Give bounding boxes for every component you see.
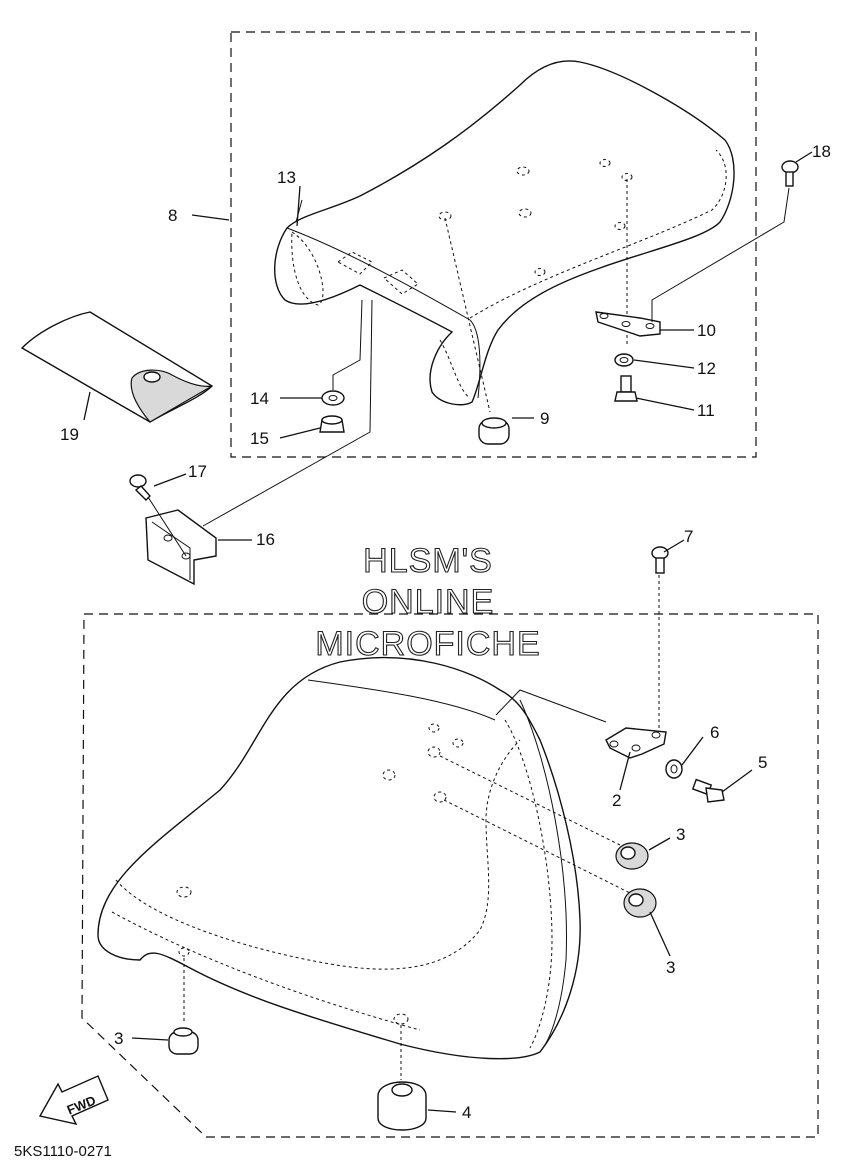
callout-4: 4 — [462, 1103, 471, 1122]
watermark-line-3: MICROFICHE — [315, 625, 540, 663]
part-11-bolt — [614, 375, 638, 402]
part-3-damper-a — [615, 842, 649, 870]
diagram-code: 5KS1110-0271 — [14, 1143, 112, 1160]
callout-16: 16 — [256, 530, 275, 549]
part-10-bracket — [595, 311, 661, 337]
callout-17: 17 — [188, 462, 207, 481]
callout-8: 8 — [168, 206, 177, 225]
callouts: 8 13 9 10 12 11 14 15 18 17 16 19 7 6 5 … — [60, 142, 831, 1122]
fwd-arrow: FWD — [38, 1075, 109, 1126]
callout-14: 14 — [250, 389, 269, 408]
leader-16 — [202, 299, 373, 527]
callout-7: 7 — [684, 527, 693, 546]
watermark: HLSM'S ONLINE MICROFICHE — [315, 541, 540, 663]
callout-15: 15 — [250, 429, 269, 448]
callout-12: 12 — [697, 359, 716, 378]
part-17-bolt — [129, 474, 151, 501]
callout-5: 5 — [758, 753, 767, 772]
callout-3-c: 3 — [114, 1029, 123, 1048]
part-16-bracket — [145, 509, 217, 586]
callout-13: 13 — [277, 168, 296, 187]
part-19-cover — [20, 311, 214, 423]
callout-18: 18 — [812, 142, 831, 161]
mount-line-3b — [443, 799, 631, 894]
front-seat-group-box — [81, 613, 819, 1138]
part-12-washer — [614, 353, 634, 367]
callout-3-a: 3 — [676, 825, 685, 844]
mount-line-14 — [332, 299, 363, 390]
callout-6: 6 — [710, 723, 719, 742]
leader-18-to-10 — [651, 187, 790, 322]
watermark-line-2: ONLINE — [362, 583, 495, 621]
part-3-damper-b — [623, 888, 657, 918]
leader-2 — [495, 689, 607, 723]
watermark-line-1: HLSM'S — [363, 542, 493, 580]
callout-11: 11 — [697, 401, 715, 420]
mount-line-17 — [147, 496, 187, 557]
part-6-washer — [665, 759, 683, 779]
part-5-bolt — [691, 778, 725, 803]
callout-19: 19 — [60, 425, 79, 444]
front-seat — [97, 656, 581, 1060]
callout-9: 9 — [540, 409, 549, 428]
part-3-damper-c — [168, 1027, 199, 1055]
part-14-collar — [321, 390, 345, 406]
callout-10: 10 — [697, 321, 716, 340]
callout-2: 2 — [612, 791, 621, 810]
callout-3-b: 3 — [666, 958, 675, 977]
part-9-damper — [478, 417, 510, 445]
rear-seat — [274, 60, 735, 406]
part-18-screw — [781, 160, 799, 187]
rear-seat-group-box — [230, 31, 757, 458]
part-7-screw — [651, 546, 669, 574]
part-4-damper — [377, 1081, 427, 1131]
part-2-bracket — [605, 727, 667, 759]
part-15-nut — [319, 415, 345, 433]
leader-lines — [83, 151, 813, 1113]
